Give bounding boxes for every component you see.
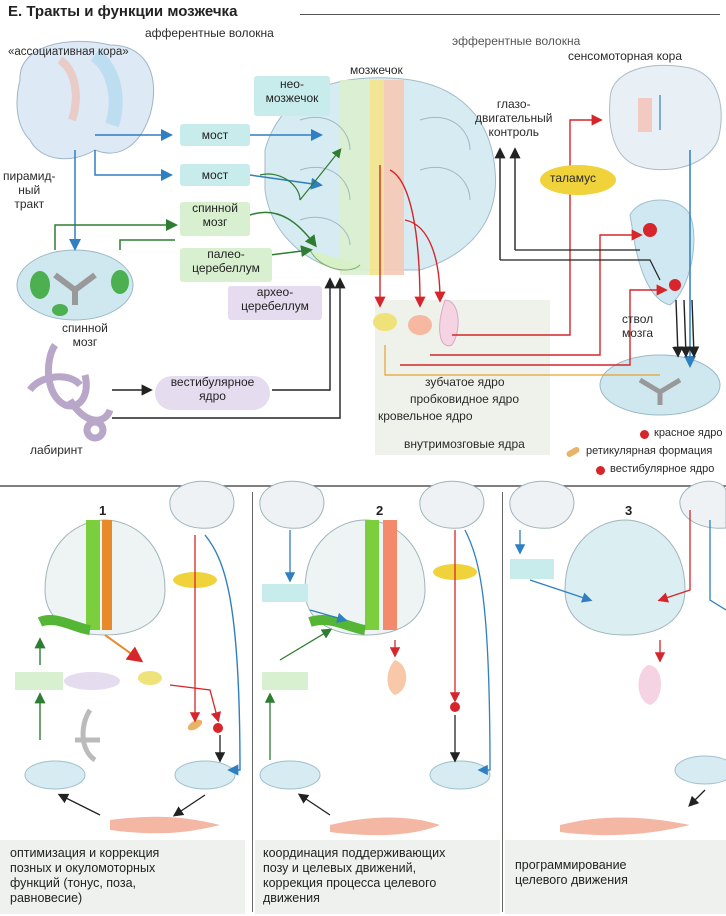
legend-red-dot [640,430,649,439]
label-assoc-cortex: «ассоциативная кора» [8,46,129,58]
legend-vestibular: вестибулярное ядро [610,463,715,475]
box-archeocerebellum: архео- церебеллум [228,285,322,320]
left-brain-image [16,40,155,160]
label-eye-motor: глазо- двигательный контроль [475,97,553,139]
label-emboliform: пробковидное ядро [410,392,520,406]
box-spinal: спинной мозг [180,201,250,236]
label-dentate: зубчатое ядро [425,375,505,389]
labyrinth-image [27,343,114,442]
dentate-nucleus [439,299,459,347]
panel-divider-1 [252,492,253,912]
nuclei-area [375,300,550,455]
right-spinal-cord-image [599,354,721,416]
right-brainstem-image [629,199,695,306]
box-neocerebellum: нео- мозжечок [254,76,330,116]
thalamus-shape [540,165,616,195]
label-afferent: афферентные волокна [145,26,274,40]
legend-reticular: ретикулярная формация [586,445,713,457]
panel-1-number: 1 [99,503,107,518]
panel-divider-2 [502,492,503,912]
panel-2-graphic [259,480,491,836]
panel-3-caption: программирование целевого движения [505,840,726,914]
label-intracerebellar: внутримозговые ядра [404,437,525,451]
label-spinal-cord: спинной мозг [62,321,108,349]
left-spinal-cord-image [16,249,134,321]
fastigial-nucleus [373,313,397,331]
label-thalamus: таламус [550,171,596,185]
label-cerebellum: мозжечок [350,63,403,77]
panel-3-number: 3 [625,503,633,518]
page-title: Е. Тракты и функции мозжечка [8,3,238,20]
panel-3-graphic [509,480,726,836]
label-fastigial: кровельное ядро [378,409,473,423]
label-brainstem: ствол мозга [622,312,654,340]
legend-vestibular-dot [596,466,605,475]
right-brain-image [609,64,722,171]
panel-2-number: 2 [376,503,384,518]
panel-1-caption: оптимизация и коррекция позных и окуломо… [0,840,245,914]
label-efferent: эфферентные волокна [452,34,581,48]
panel-1-graphic [15,480,241,834]
box-pons-2: мост [180,164,250,186]
label-pyramid-tract: пирамид- ный тракт [3,169,56,211]
label-labyrinth: лабиринт [30,443,83,457]
panel-2-caption: координация поддерживающих позу и целевы… [255,840,500,914]
box-paleocerebellum: палео- церебеллум [180,247,272,282]
emboliform-nucleus [408,315,432,335]
box-vestibular: вестибулярное ядро [155,375,270,410]
title-rule [300,14,720,15]
legend-red-nucleus: красное ядро [654,427,723,439]
box-pons-1: мост [180,124,250,146]
label-sensorimotor: сенсомоторная кора [568,49,683,63]
